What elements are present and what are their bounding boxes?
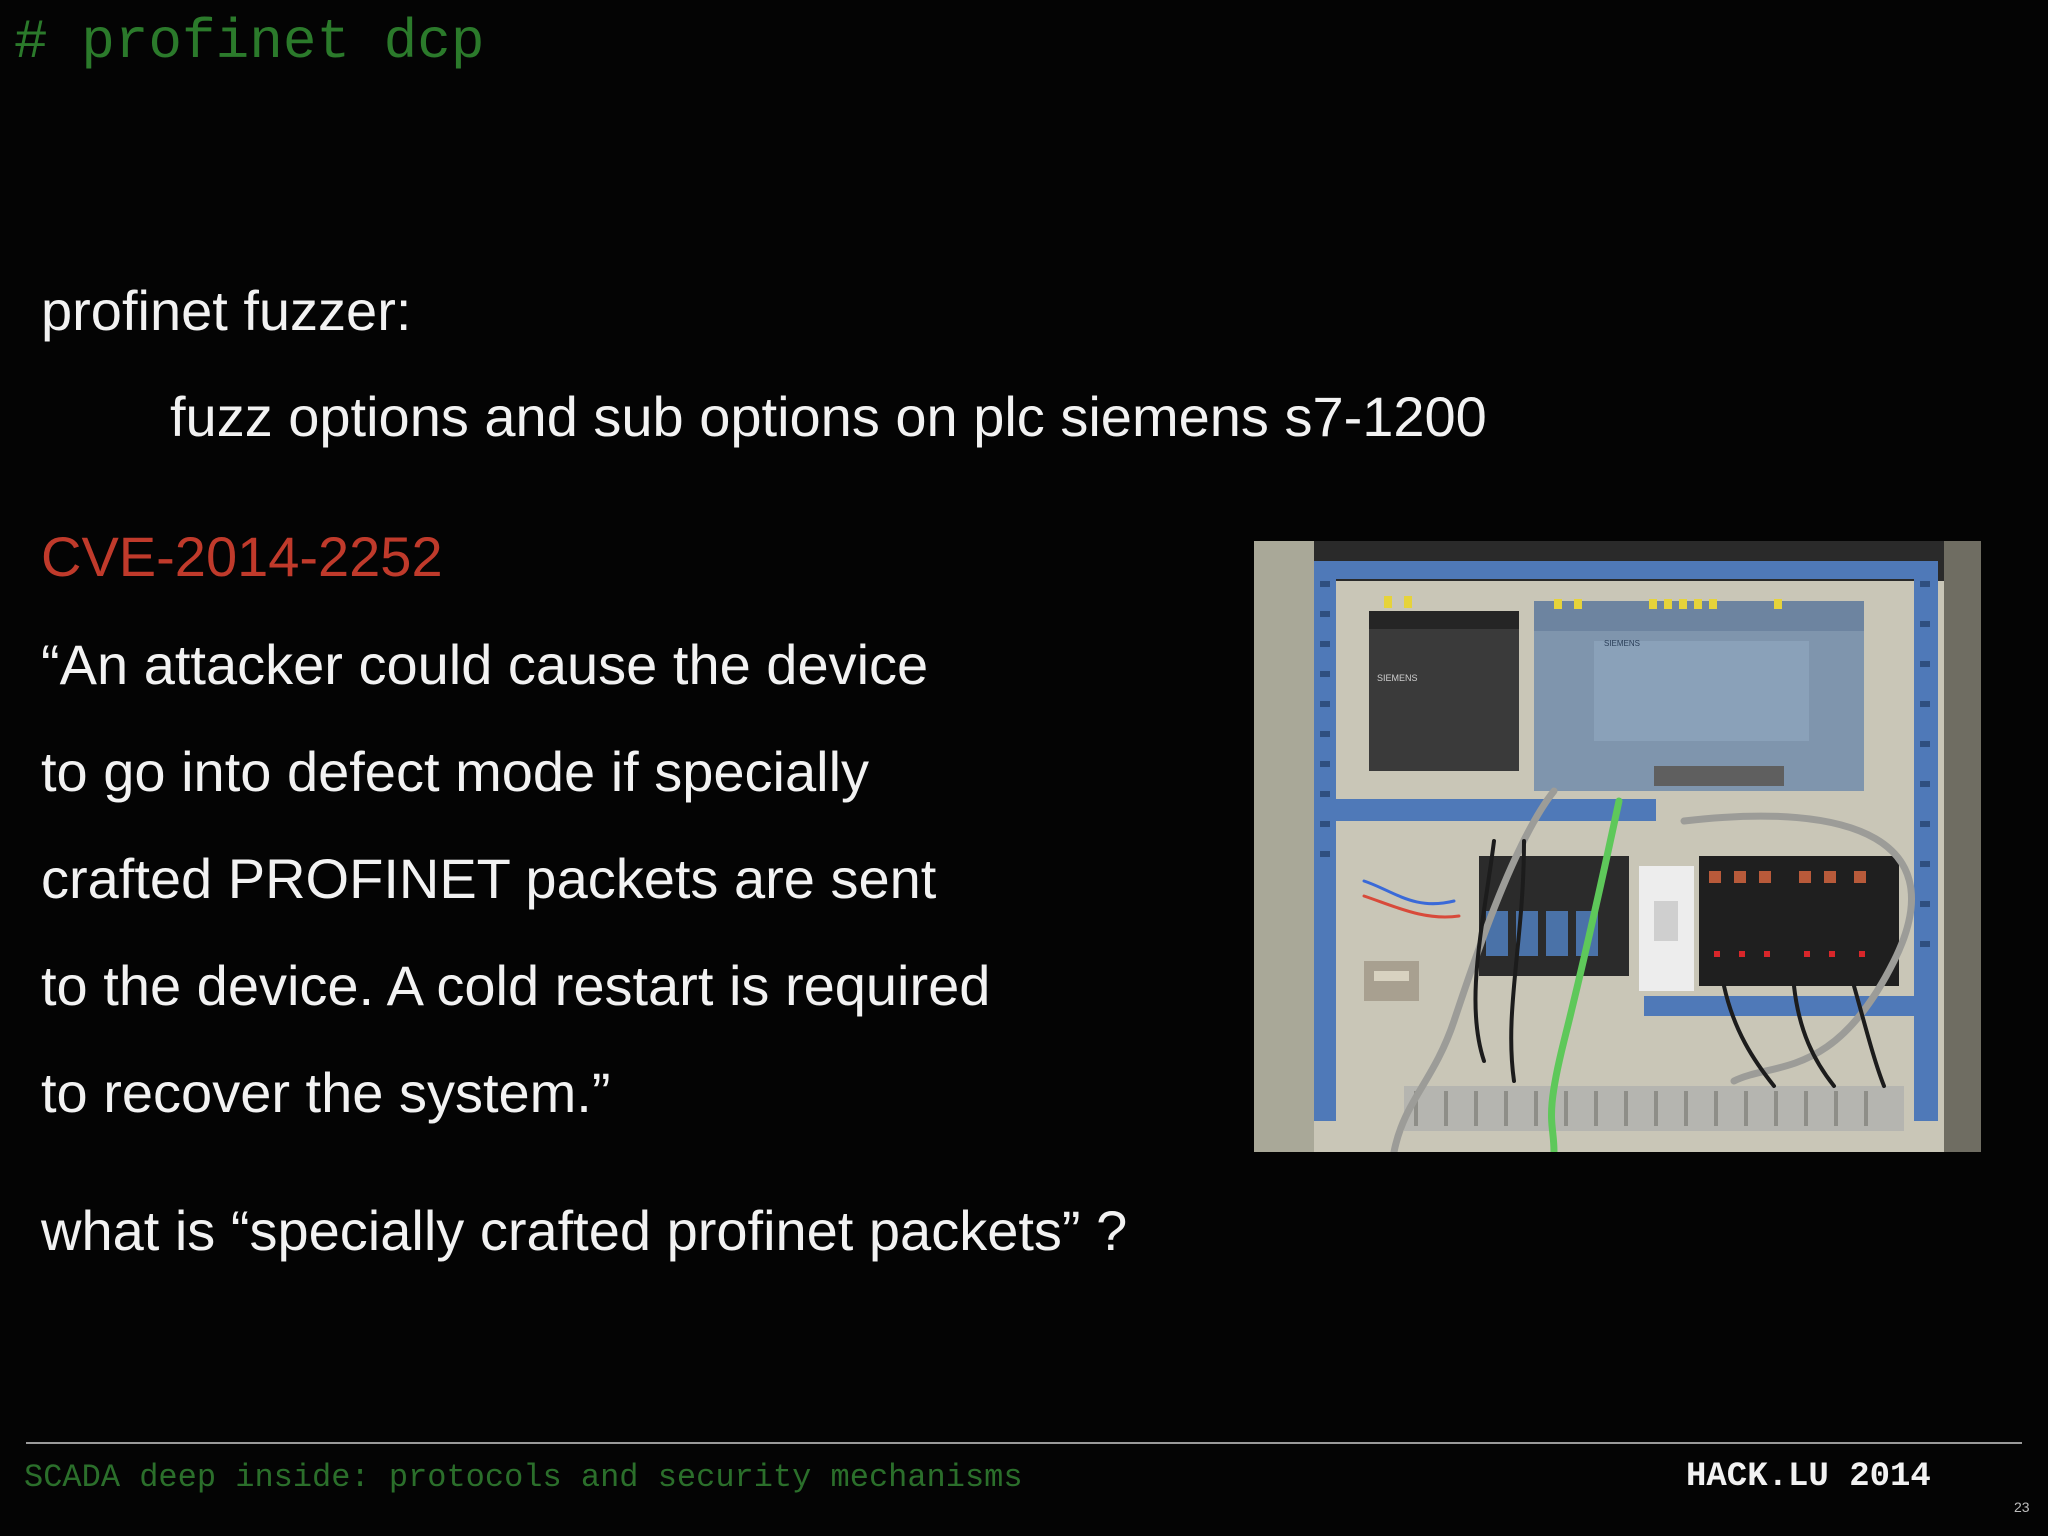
fuzzer-detail: fuzz options and sub options on plc siem… xyxy=(170,385,1487,448)
cve-id: CVE-2014-2252 xyxy=(41,525,443,588)
quote-line-1: “An attacker could cause the device xyxy=(41,633,929,696)
question: what is “specially crafted profinet pack… xyxy=(41,1199,1128,1262)
footer-event: HACK.LU 2014 xyxy=(1686,1458,1931,1496)
quote-line-4: to the device. A cold restart is require… xyxy=(41,954,991,1017)
fuzzer-label: profinet fuzzer: xyxy=(41,279,412,342)
footer-divider xyxy=(26,1442,2022,1444)
page-number: 23 xyxy=(2014,1499,2030,1515)
plc-label: SIEMENS xyxy=(1604,639,1640,648)
footer-title: SCADA deep inside: protocols and securit… xyxy=(24,1459,1023,1496)
quote-line-5: to recover the system.” xyxy=(41,1061,611,1124)
quote-line-3: crafted PROFINET packets are sent xyxy=(41,847,937,910)
quote-line-2: to go into defect mode if specially xyxy=(41,740,870,803)
plc-cabinet-photo: SIEMENS SIEMENS xyxy=(1254,541,1981,1152)
psu-label: SIEMENS xyxy=(1377,673,1418,683)
slide-heading: # profinet dcp xyxy=(14,10,485,74)
